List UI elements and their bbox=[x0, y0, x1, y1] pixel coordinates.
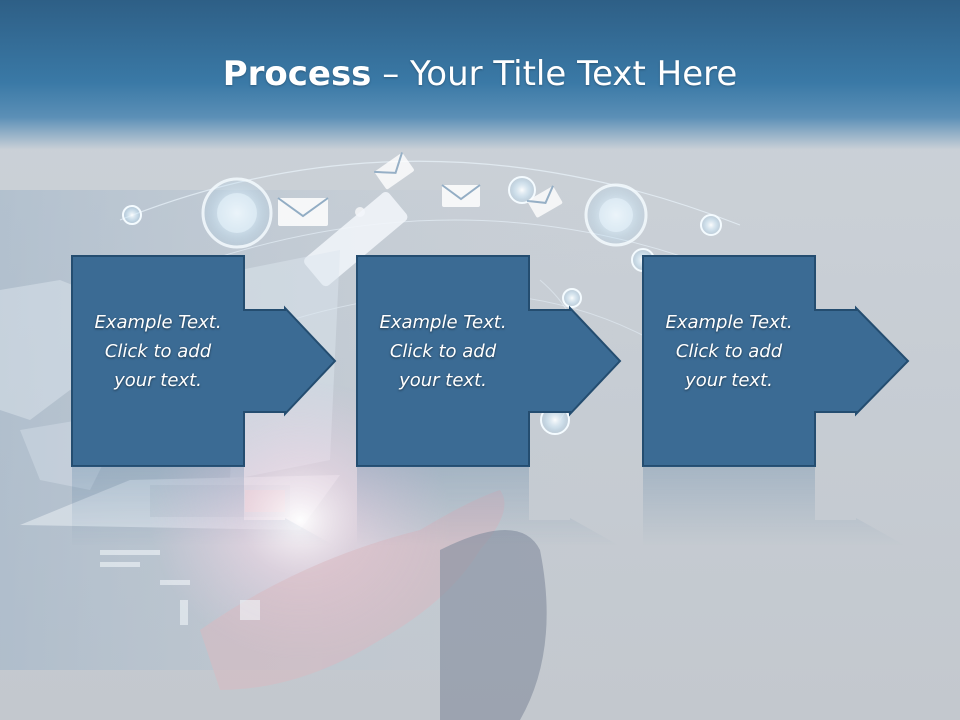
mail-icon bbox=[277, 197, 329, 226]
title-band bbox=[0, 0, 960, 150]
mail-icon bbox=[374, 152, 414, 190]
step-text: Example Text. Click to add your text. bbox=[357, 308, 529, 395]
title-rest: – Your Title Text Here bbox=[371, 54, 738, 94]
step-text-line: your text. bbox=[685, 370, 773, 391]
mail-icon bbox=[441, 184, 481, 207]
step-text-line: Click to add bbox=[104, 341, 212, 362]
step-text-line: your text. bbox=[399, 370, 487, 391]
network-arc bbox=[179, 219, 721, 271]
slide-title[interactable]: Process – Your Title Text Here bbox=[0, 52, 960, 96]
step-text-line: Click to add bbox=[389, 341, 497, 362]
step-text: Example Text. Click to add your text. bbox=[643, 308, 815, 395]
step-reflection bbox=[72, 466, 335, 546]
step-reflection bbox=[643, 466, 906, 546]
step-text: Example Text. Click to add your text. bbox=[72, 308, 244, 395]
network-arc bbox=[119, 160, 741, 226]
step-text-line: Example Text. bbox=[94, 312, 222, 333]
step-text-line: your text. bbox=[114, 370, 202, 391]
step-text-line: Click to add bbox=[675, 341, 783, 362]
title-bold: Process bbox=[222, 54, 372, 94]
mail-icon bbox=[526, 185, 563, 218]
tablet-icon bbox=[304, 191, 408, 287]
step-text-line: Example Text. bbox=[379, 312, 507, 333]
step-text-line: Example Text. bbox=[665, 312, 793, 333]
step-reflection bbox=[357, 466, 620, 546]
